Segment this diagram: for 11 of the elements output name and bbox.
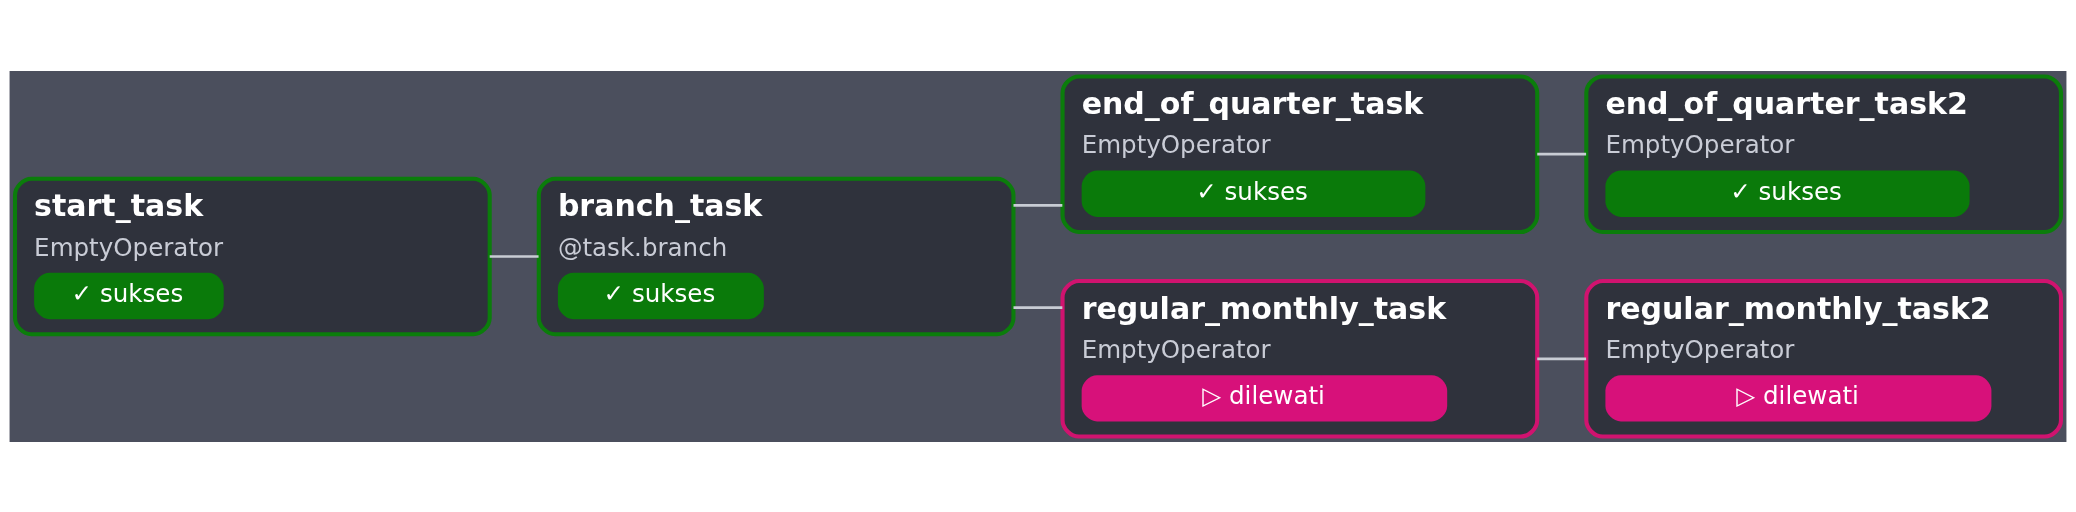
- node-box: branch_task @task.branch ✓ sukses: [536, 176, 1016, 336]
- connector: [1013, 305, 1063, 309]
- connector: [1537, 152, 1587, 156]
- node-box: end_of_quarter_task EmptyOperator ✓ sukses: [1060, 73, 1540, 234]
- connector: [489, 254, 539, 258]
- node-box: regular_monthly_task2 EmptyOperator ▷ dilewati: [1584, 278, 2064, 439]
- connector: [1013, 203, 1063, 207]
- connector: [1537, 356, 1587, 360]
- node-box: regular_monthly_task EmptyOperator ▷ dilewati: [1060, 278, 1540, 439]
- node-box: end_of_quarter_task2 EmptyOperator ✓ sukses: [1584, 73, 2064, 234]
- node-box: start_task EmptyOperator ✓ sukses: [12, 176, 492, 336]
